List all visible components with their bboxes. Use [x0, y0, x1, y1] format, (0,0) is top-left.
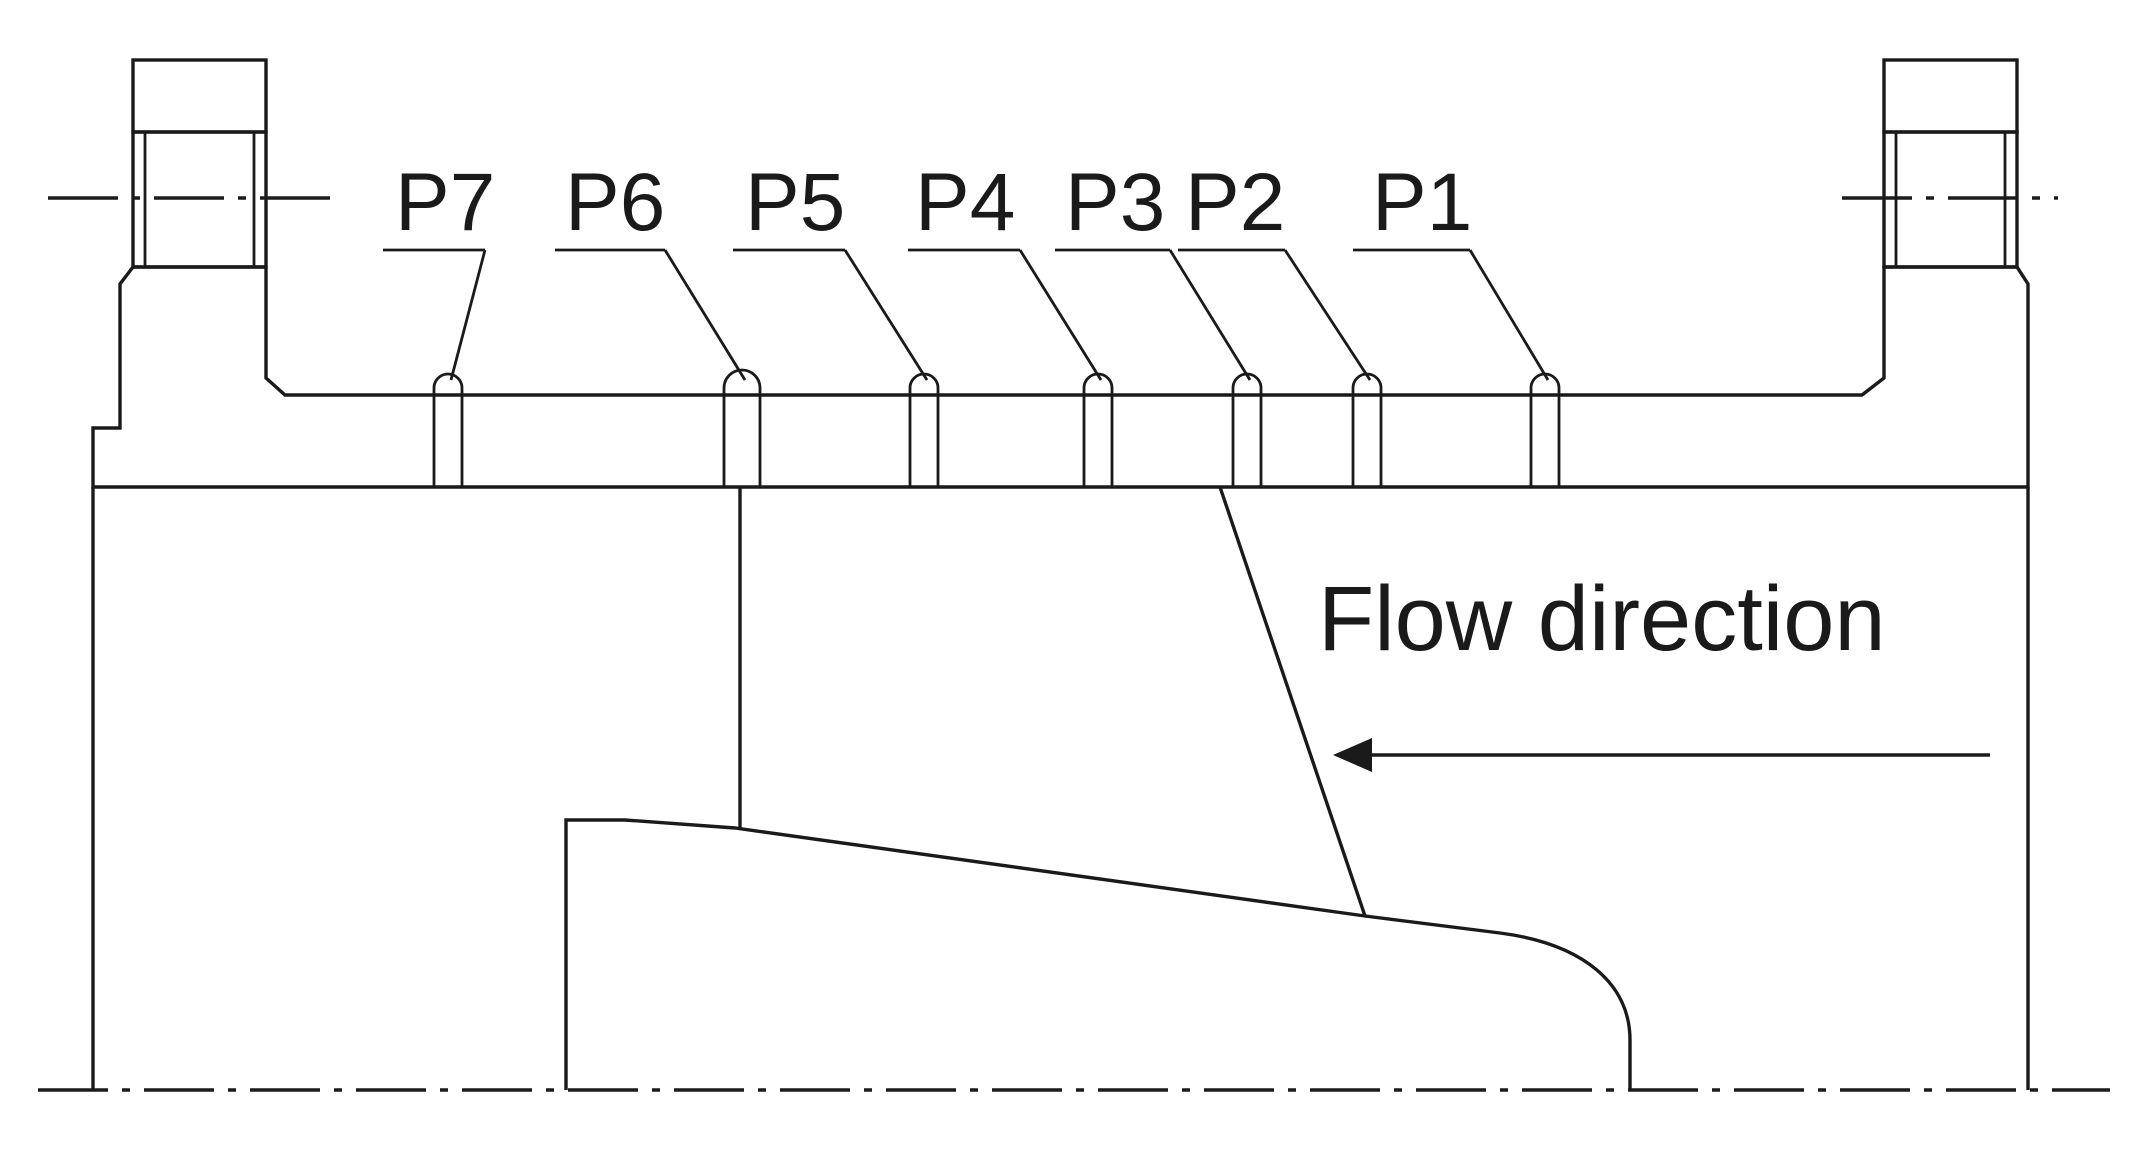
- tap-label-p2: P2: [1185, 157, 1285, 248]
- blade-leading-line-right: [1218, 486, 1367, 917]
- tap-hole: [908, 393, 940, 489]
- right-flange-top-block: [1882, 58, 2019, 134]
- tap-hole: [1351, 393, 1383, 489]
- tap-leader-line: [1283, 249, 1372, 381]
- tap-hole: [1529, 393, 1561, 489]
- tap-label-p4: P4: [915, 157, 1015, 248]
- tap-hole: [432, 393, 464, 489]
- left-flange-top-block: [131, 58, 268, 134]
- tap-label-p6: P6: [565, 157, 665, 248]
- tap-leader-line: [1018, 249, 1103, 381]
- flow-direction-arrow: [1333, 738, 1990, 772]
- tap-holes: [432, 368, 1561, 489]
- tap-leader-line: [1468, 249, 1550, 381]
- tap-hole: [1231, 393, 1263, 489]
- tap-hole-cap: [432, 372, 464, 395]
- hub-profile: [564, 818, 1632, 1090]
- tap-label-p1: P1: [1372, 157, 1472, 248]
- tap-label-p5: P5: [745, 157, 845, 248]
- left-flange: [131, 58, 268, 269]
- flow-direction-label: Flow direction: [1318, 568, 1886, 670]
- tap-hole: [722, 393, 762, 489]
- tap-label-p3: P3: [1065, 157, 1165, 248]
- casing-wall-section: [91, 265, 2030, 489]
- tap-leader-line: [1168, 249, 1252, 381]
- tap-label-p7: P7: [395, 157, 495, 248]
- tap-leader-line: [449, 249, 487, 381]
- tap-leader-line: [663, 249, 747, 381]
- tap-hole: [1082, 393, 1114, 489]
- right-flange: [1882, 58, 2019, 269]
- tap-leader-line: [843, 249, 929, 381]
- flow-arrow-head: [1333, 738, 1372, 772]
- tap-hole-cap: [722, 368, 762, 395]
